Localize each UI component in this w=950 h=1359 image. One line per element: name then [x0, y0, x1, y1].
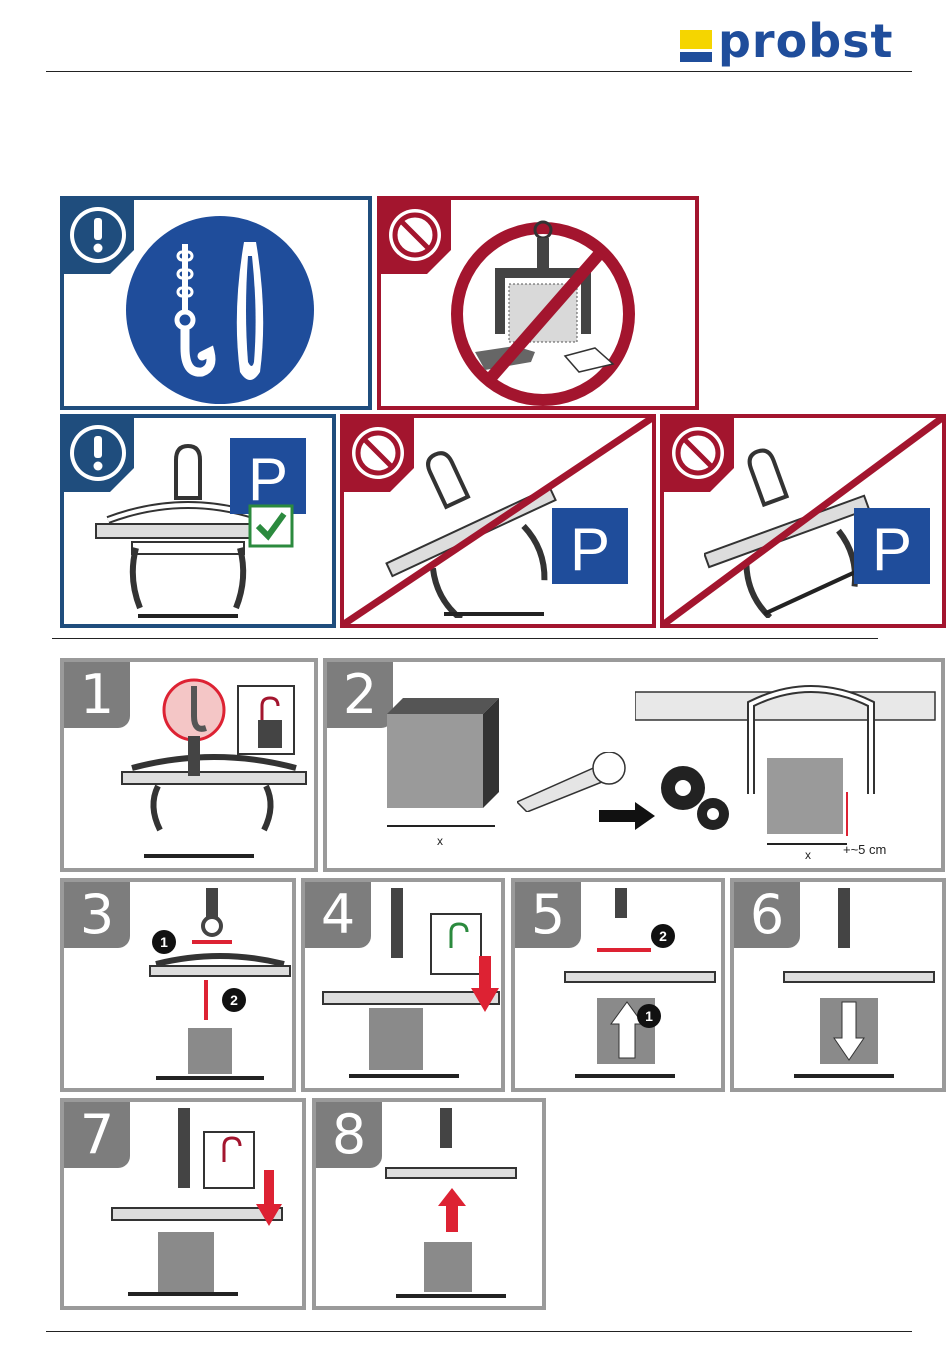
step-6-illustration — [774, 888, 944, 1088]
mandatory-lifting-gear-panel — [60, 196, 372, 410]
step-8-illustration — [376, 1108, 546, 1304]
wrong-parking-tilted-panel: P — [340, 414, 656, 628]
section-rule — [52, 638, 878, 639]
header-rule — [46, 71, 912, 72]
prohibition-icon — [381, 200, 451, 274]
correct-parking-panel: P — [60, 414, 336, 628]
parking-letter: P — [248, 446, 288, 513]
step-4-illustration — [319, 888, 505, 1088]
step-1-panel: 1 — [60, 658, 318, 872]
step-marker: 1 — [645, 1008, 653, 1024]
step-7-illustration — [108, 1108, 298, 1304]
brand-logo: probst — [680, 22, 910, 70]
prohibited-slash — [344, 418, 652, 624]
step-3-panel: 3 1 2 — [60, 878, 296, 1092]
wrong-parking-slope-panel: P — [660, 414, 946, 628]
step-1-illustration — [114, 676, 314, 866]
chain-hook-icon — [122, 212, 318, 408]
step-number: 2 — [327, 662, 393, 728]
dimension-label: x — [805, 848, 811, 862]
step-number: 8 — [316, 1102, 382, 1168]
gripper-measure-illustration — [635, 674, 941, 864]
block-3d-illustration — [387, 698, 499, 808]
dimension-label: x — [437, 834, 443, 848]
step-5-illustration: 2 1 — [555, 888, 725, 1088]
step-4-panel: 4 — [301, 878, 505, 1092]
no-hands-panel — [377, 196, 699, 410]
step-marker: 1 — [160, 934, 168, 950]
logo-mark — [680, 30, 712, 62]
hands-icon — [445, 212, 641, 408]
step-5-panel: 5 2 1 — [511, 878, 725, 1092]
step-2-panel: 2 x x +~5 cm — [323, 658, 945, 872]
step-number: 3 — [64, 882, 130, 948]
dimension-scale — [387, 822, 499, 842]
tolerance-label: +~5 cm — [843, 842, 886, 857]
step-marker: 2 — [659, 928, 667, 944]
step-7-panel: 7 — [60, 1098, 306, 1310]
step-6-panel: 6 — [730, 878, 946, 1092]
footer-rule — [46, 1331, 912, 1332]
step-3-illustration: 1 2 — [134, 888, 294, 1088]
step-marker: 2 — [230, 992, 238, 1008]
logo-text: probst — [718, 14, 894, 68]
step-8-panel: 8 — [312, 1098, 546, 1310]
parking-sign-icon: P — [230, 438, 306, 514]
checkmark-icon — [248, 504, 294, 548]
prohibited-slash — [664, 418, 942, 624]
